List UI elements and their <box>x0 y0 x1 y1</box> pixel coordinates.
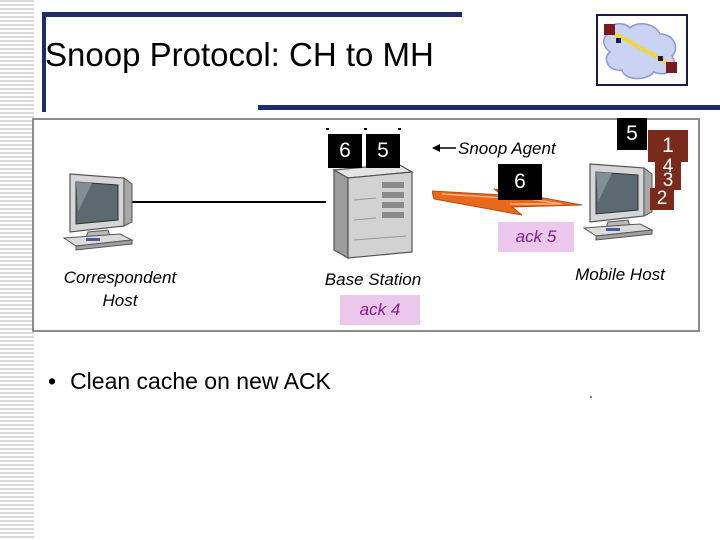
snoop-agent-arrow-icon <box>432 144 456 152</box>
title-rule-top <box>42 12 462 17</box>
cache-packet: 5 <box>366 134 400 168</box>
wireless-ack-box: ack 5 <box>498 222 574 252</box>
cache-tick <box>326 128 329 130</box>
cache-tick-marks <box>326 128 402 130</box>
bullet-marker: • <box>48 368 57 394</box>
left-stripe-decoration <box>0 0 34 540</box>
slide-title: Snoop Protocol: CH to MH <box>45 36 434 73</box>
cache-tick <box>398 128 401 130</box>
wired-link <box>128 201 326 203</box>
base-station-server-icon <box>332 163 414 260</box>
correspondent-host-computer-icon <box>62 173 134 251</box>
received-packet: 5 <box>617 118 647 150</box>
title-rule-left <box>42 12 46 112</box>
correspondent-host-label: Correspondent Host <box>63 268 177 310</box>
received-packet: 2 <box>650 188 674 210</box>
bullet-text: Clean cache on new ACK <box>70 368 331 394</box>
base-station-label: Base Station <box>324 270 422 289</box>
snoop-agent-label: Snoop Agent <box>458 139 556 158</box>
network-logo-icon <box>596 14 688 86</box>
mobile-host-label: Mobile Host <box>575 265 665 284</box>
title-rule-bottom <box>258 105 720 110</box>
received-packet: 3 <box>655 171 681 190</box>
mobile-host-computer-icon <box>582 163 654 241</box>
received-packet: 4 <box>655 157 681 176</box>
cache-tick <box>364 128 367 130</box>
bullet-item: • Clean cache on new ACK <box>48 368 331 395</box>
wireless-packet: 6 <box>498 164 542 200</box>
wired-ack-box: ack 4 <box>340 295 420 325</box>
received-packet: 1 <box>648 130 688 162</box>
cache-packet: 6 <box>328 134 362 168</box>
stray-dot <box>590 396 592 398</box>
